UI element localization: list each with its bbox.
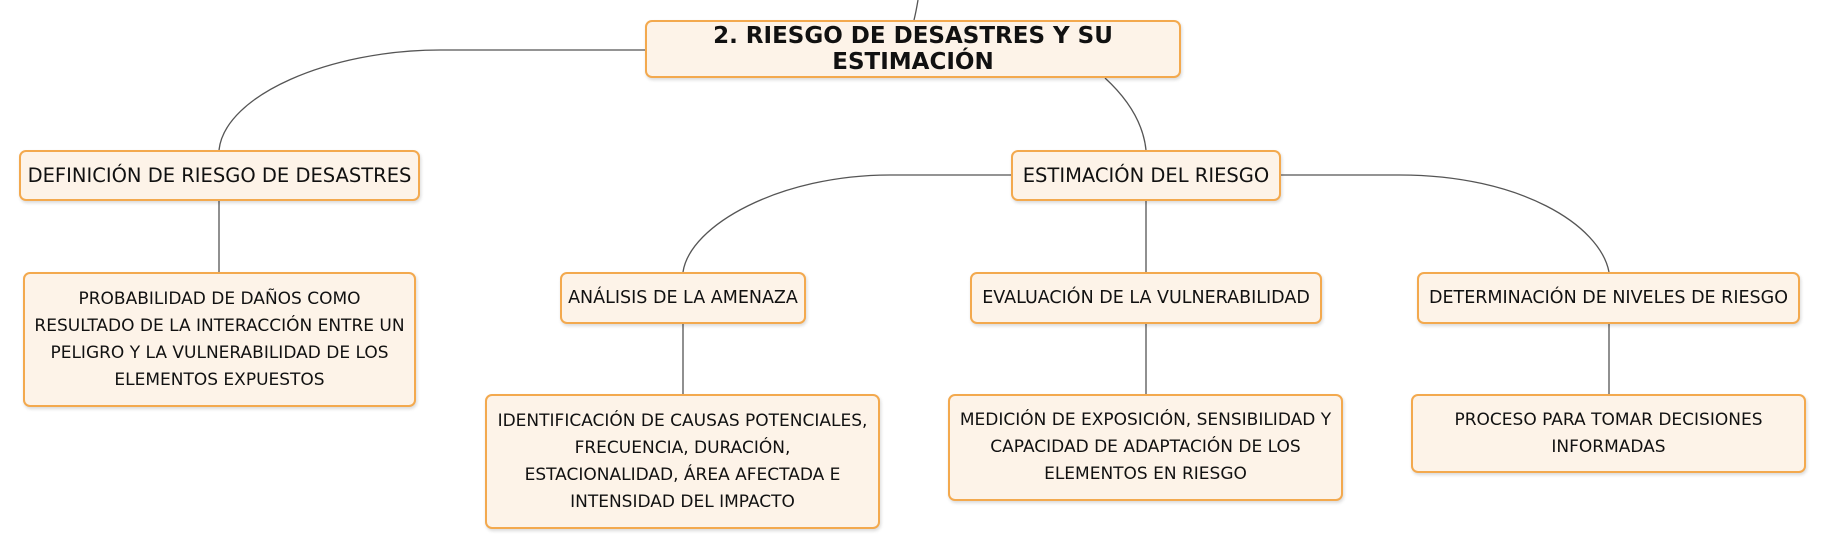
evaluacion-vulnerabilidad-detail-node[interactable]: MEDICIÓN DE EXPOSICIÓN, SENSIBILIDAD Y C… (948, 394, 1343, 501)
determinacion-niveles-detail-text: PROCESO PARA TOMAR DECISIONES INFORMADAS (1454, 409, 1763, 457)
estimacion-node[interactable]: ESTIMACIÓN DEL RIESGO (1011, 150, 1281, 201)
root-node[interactable]: 2. RIESGO DE DESASTRES Y SU ESTIMACIÓN (645, 20, 1181, 78)
evaluacion-vulnerabilidad-node[interactable]: EVALUACIÓN DE LA VULNERABILIDAD (970, 272, 1322, 324)
definicion-node[interactable]: DEFINICIÓN DE RIESGO DE DESASTRES (19, 150, 420, 201)
analisis-amenaza-detail-text: IDENTIFICACIÓN DE CAUSAS POTENCIALES, FR… (497, 410, 868, 512)
evaluacion-vulnerabilidad-label: EVALUACIÓN DE LA VULNERABILIDAD (982, 288, 1310, 308)
determinacion-niveles-node[interactable]: DETERMINACIÓN DE NIVELES DE RIESGO (1417, 272, 1800, 324)
analisis-amenaza-label: ANÁLISIS DE LA AMENAZA (568, 288, 798, 308)
analisis-amenaza-node[interactable]: ANÁLISIS DE LA AMENAZA (560, 272, 806, 324)
estimacion-node-label: ESTIMACIÓN DEL RIESGO (1022, 164, 1270, 187)
root-node-label: 2. RIESGO DE DESASTRES Y SU ESTIMACIÓN (713, 23, 1113, 75)
definicion-detail-text: PROBABILIDAD DE DAÑOS COMO RESULTADO DE … (34, 288, 405, 390)
evaluacion-vulnerabilidad-detail-text: MEDICIÓN DE EXPOSICIÓN, SENSIBILIDAD Y C… (959, 410, 1332, 484)
analisis-amenaza-detail-node[interactable]: IDENTIFICACIÓN DE CAUSAS POTENCIALES, FR… (485, 394, 880, 529)
determinacion-niveles-label: DETERMINACIÓN DE NIVELES DE RIESGO (1428, 288, 1789, 308)
connector-root-to-definicion (218, 49, 645, 151)
connector-estimacion-to-determinacion (1281, 174, 1610, 273)
connector-parent-to-root (913, 0, 919, 21)
definicion-detail-node[interactable]: PROBABILIDAD DE DAÑOS COMO RESULTADO DE … (23, 272, 416, 407)
determinacion-niveles-detail-node[interactable]: PROCESO PARA TOMAR DECISIONES INFORMADAS (1411, 394, 1806, 473)
definicion-node-label: DEFINICIÓN DE RIESGO DE DESASTRES (27, 164, 412, 187)
connector-estimacion-to-analisis (682, 174, 1011, 273)
connector-root-to-estimacion (1104, 77, 1147, 151)
